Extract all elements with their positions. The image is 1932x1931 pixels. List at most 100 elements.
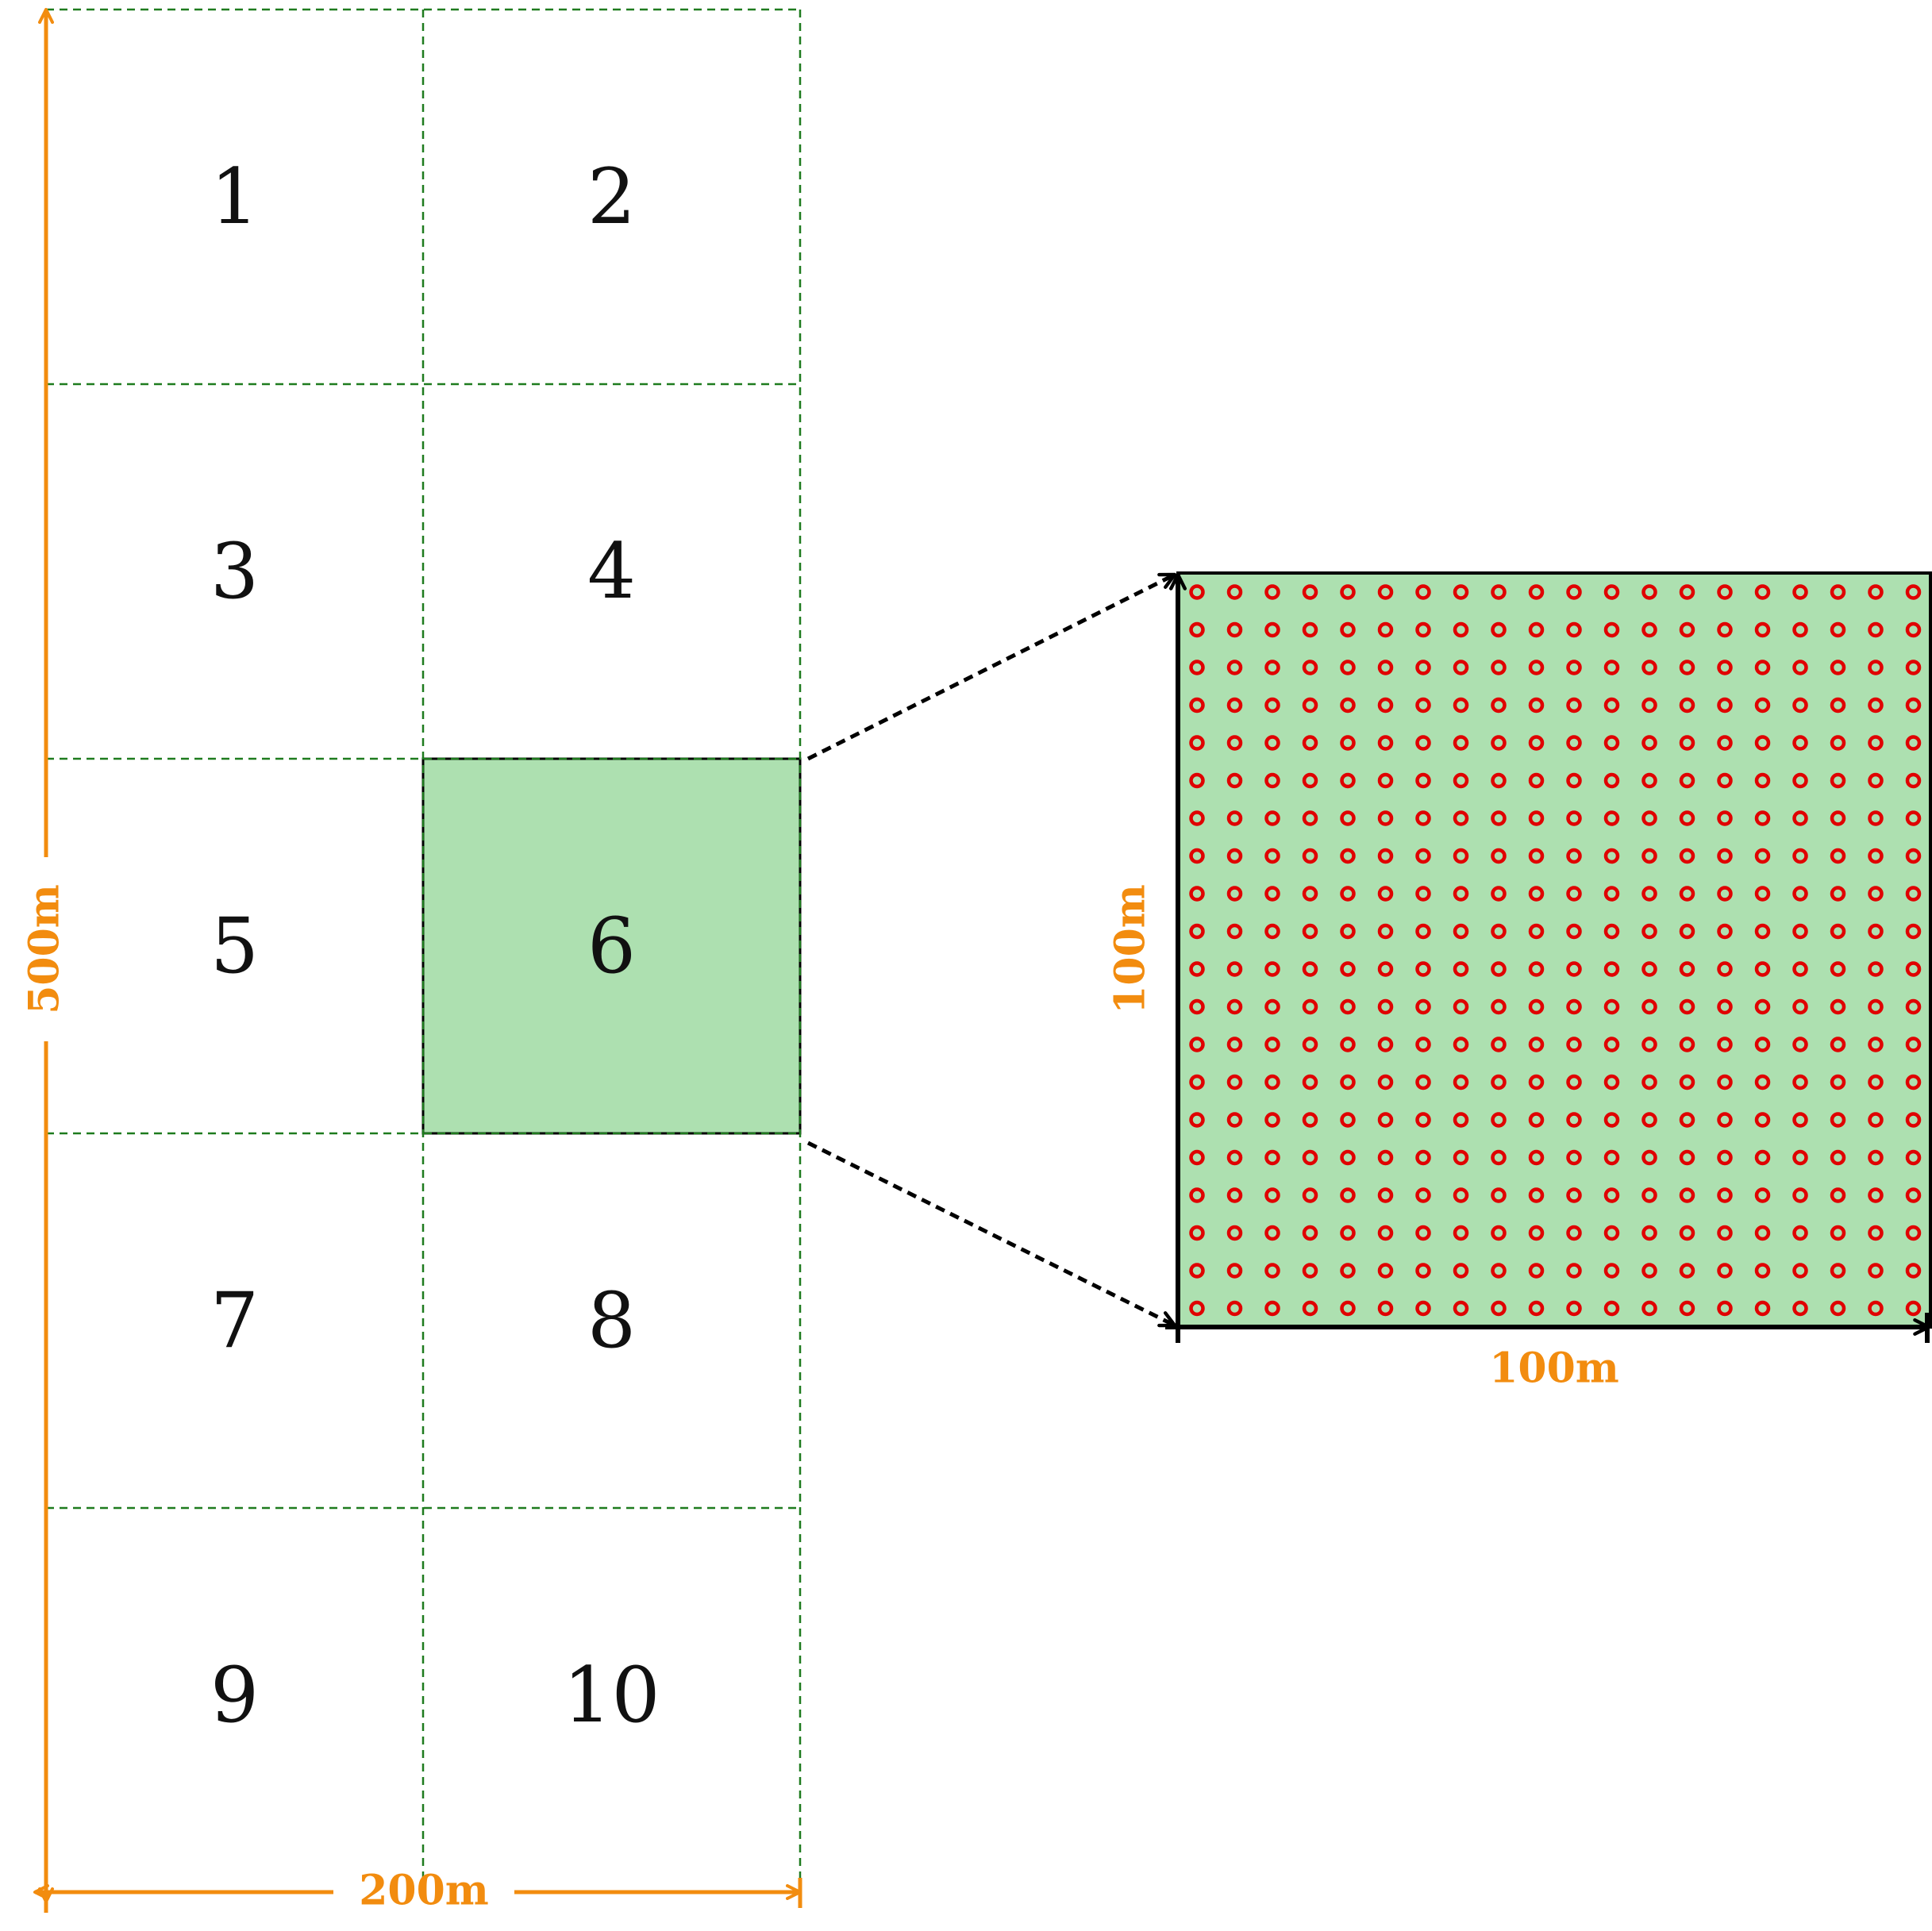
sample-point (1264, 998, 1280, 1015)
sample-point (1340, 697, 1356, 714)
sample-point (1830, 1187, 1846, 1203)
sample-point (1415, 697, 1431, 714)
sample-point (1717, 848, 1733, 864)
sample-point (1264, 1225, 1280, 1241)
sample-point (1528, 998, 1545, 1015)
sample-point (1302, 772, 1318, 789)
sample-point (1754, 1225, 1771, 1241)
sample-point (1717, 584, 1733, 600)
sample-point (1528, 1074, 1545, 1091)
sample-point (1792, 848, 1808, 864)
sample-point (1226, 848, 1243, 864)
sample-point (1340, 621, 1356, 638)
sample-point (1717, 1187, 1733, 1203)
highlighted-plot (421, 757, 802, 1135)
sample-point (1491, 810, 1507, 826)
sample-point (1491, 697, 1507, 714)
sample-point (1566, 923, 1582, 940)
sample-point (1226, 886, 1243, 902)
sample-point (1905, 621, 1922, 638)
sample-point (1415, 810, 1431, 826)
sample-point (1603, 923, 1620, 940)
sample-point (1717, 660, 1733, 675)
plot-number-2: 2 (587, 152, 636, 241)
sample-point (1377, 998, 1394, 1015)
sample-point (1830, 1300, 1846, 1317)
sample-point (1641, 1112, 1657, 1128)
sample-point (1868, 1112, 1884, 1128)
sample-point (1641, 1263, 1657, 1279)
sample-point (1868, 998, 1884, 1015)
sample-point (1528, 961, 1545, 977)
sample-point (1491, 1225, 1507, 1241)
sample-point (1302, 1074, 1318, 1091)
sample-point (1189, 886, 1205, 902)
sample-point (1264, 1149, 1280, 1166)
sample-point (1754, 621, 1771, 638)
sample-point (1340, 998, 1356, 1015)
sample-point (1566, 1149, 1582, 1166)
sample-point (1453, 923, 1469, 940)
sample-point (1453, 735, 1469, 751)
sample-point (1264, 1300, 1280, 1317)
sample-point (1905, 886, 1922, 902)
sample-point (1189, 1149, 1205, 1166)
sample-point (1566, 1037, 1582, 1052)
sample-point (1905, 848, 1922, 864)
sample-point (1340, 584, 1356, 600)
sample-point (1491, 923, 1507, 940)
sample-point (1905, 1187, 1922, 1203)
sample-point (1830, 1225, 1846, 1241)
sample-point (1415, 1112, 1431, 1128)
sample-point (1603, 1037, 1620, 1052)
sample-point (1792, 772, 1808, 789)
sample-point (1453, 772, 1469, 789)
sample-point (1868, 848, 1884, 864)
sample-point (1528, 1149, 1545, 1166)
sample-point (1717, 735, 1733, 751)
sample-point (1792, 923, 1808, 940)
sample-point (1868, 735, 1884, 751)
sample-point (1717, 886, 1733, 902)
sample-point (1189, 998, 1205, 1015)
sample-point (1226, 1225, 1243, 1241)
sample-point (1226, 621, 1243, 638)
sample-point (1415, 584, 1431, 600)
sample-point (1340, 660, 1356, 675)
sample-point (1189, 735, 1205, 751)
sample-point (1415, 1300, 1431, 1317)
sample-point (1226, 1187, 1243, 1203)
zoom-connectors (806, 572, 1177, 1328)
sample-point (1905, 998, 1922, 1015)
sample-point (1641, 886, 1657, 902)
sample-point (1340, 961, 1356, 977)
sample-point (1792, 660, 1808, 675)
sample-point (1868, 1037, 1884, 1052)
sample-point (1189, 772, 1205, 789)
sample-point (1717, 772, 1733, 789)
sample-point (1754, 1074, 1771, 1091)
sample-point (1830, 848, 1846, 864)
sample-point (1453, 848, 1469, 864)
sample-point (1491, 584, 1507, 600)
sample-point (1679, 621, 1695, 638)
plot-number-8: 8 (587, 1276, 636, 1365)
sample-point (1415, 1225, 1431, 1241)
plot-detail-view: 100m 100m (1106, 571, 1932, 1393)
sample-point (1415, 886, 1431, 902)
sample-point (1830, 923, 1846, 940)
sample-point (1453, 961, 1469, 977)
sample-point (1603, 848, 1620, 864)
sample-point (1189, 923, 1205, 940)
sample-point (1528, 1300, 1545, 1317)
sample-point (1264, 697, 1280, 714)
sample-point (1415, 848, 1431, 864)
sample-point (1830, 961, 1846, 977)
sample-point (1491, 1187, 1507, 1203)
sample-point (1264, 1074, 1280, 1091)
sample-point (1754, 697, 1771, 714)
sample-point (1641, 584, 1657, 600)
sample-point (1641, 621, 1657, 638)
sample-point (1792, 1112, 1808, 1128)
